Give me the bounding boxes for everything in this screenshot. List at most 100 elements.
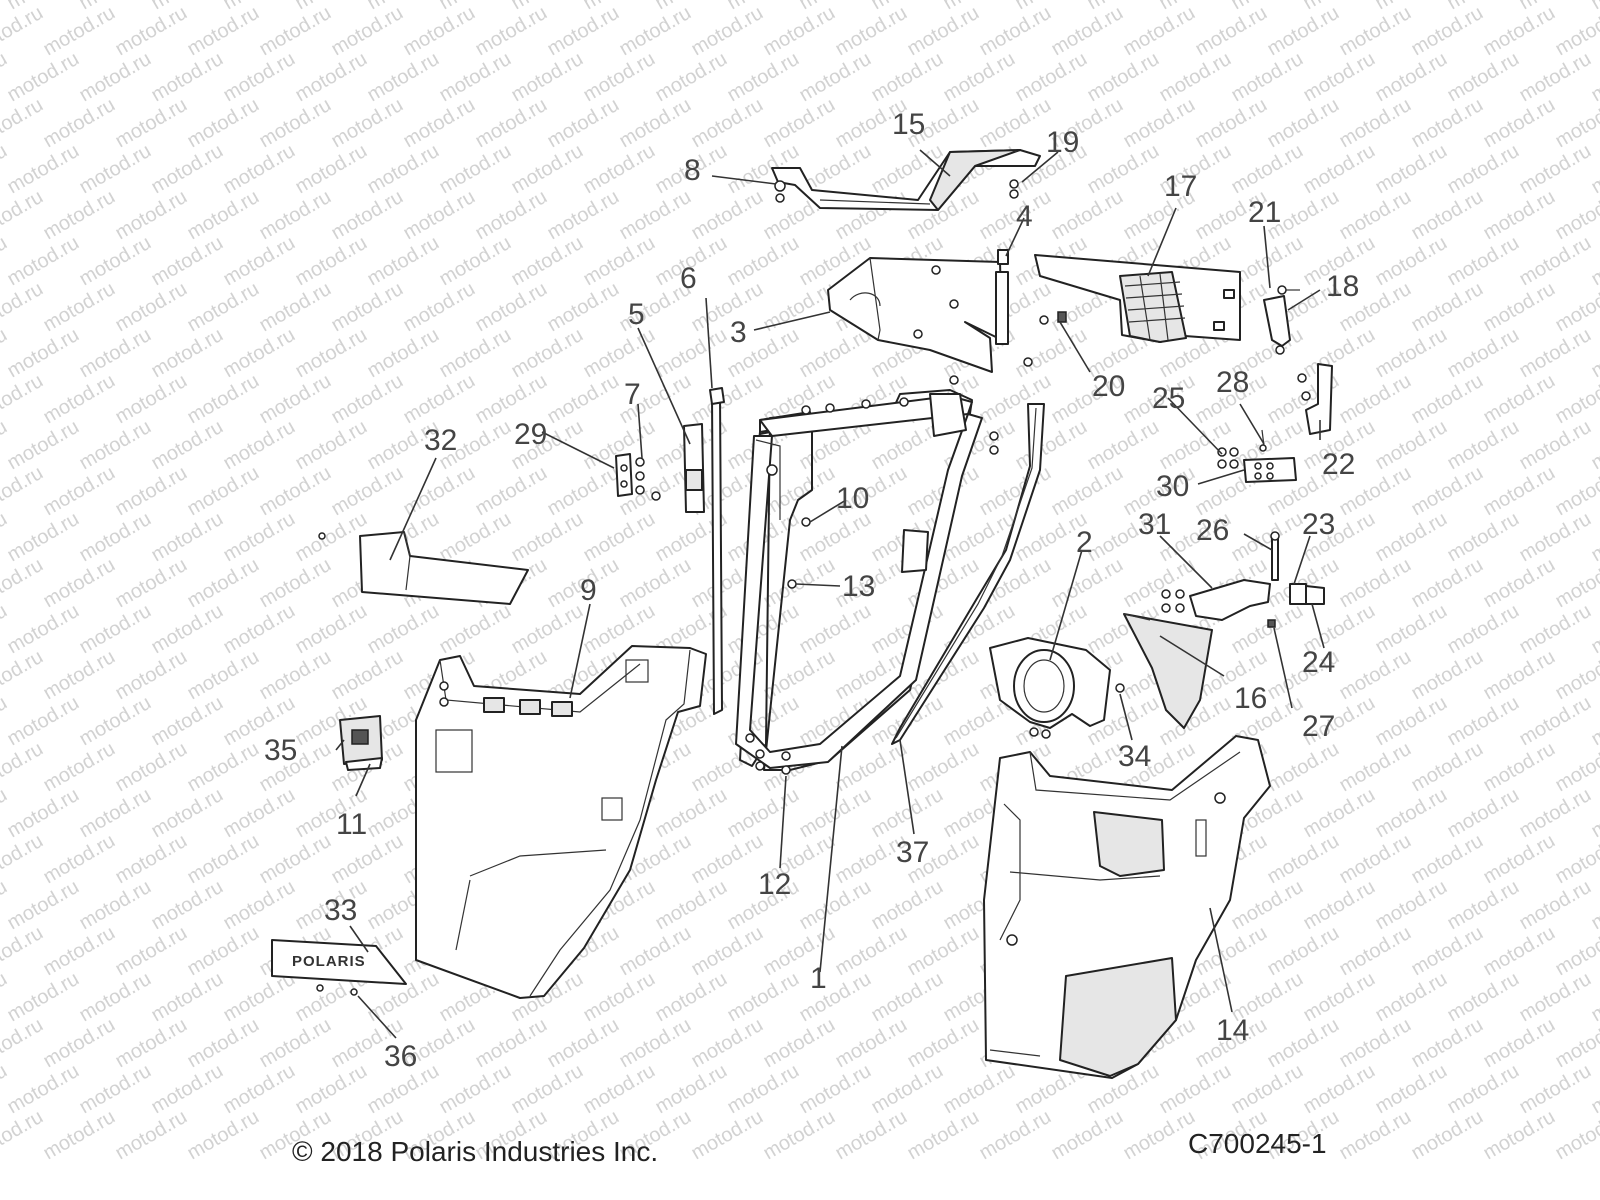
watermark-text: motod.ru bbox=[436, 232, 515, 291]
part-8-fastener[interactable] bbox=[774, 180, 786, 203]
watermark-text: motod.ru bbox=[400, 278, 479, 337]
part-6-seal[interactable] bbox=[709, 387, 725, 715]
watermark-text: motod.ru bbox=[76, 48, 155, 107]
part-7-fasteners[interactable] bbox=[635, 457, 661, 501]
watermark-text: motod.ru bbox=[1120, 94, 1199, 153]
watermark-text: motod.ru bbox=[4, 324, 83, 383]
watermark-text: motod.ru bbox=[544, 94, 623, 153]
watermark-text: motod.ru bbox=[256, 94, 335, 153]
part-13-fastener[interactable] bbox=[787, 579, 797, 589]
part-32-armrest[interactable] bbox=[318, 531, 529, 605]
part-15-upper-rail[interactable] bbox=[771, 149, 1041, 211]
part-33-badge[interactable]: POLARIS bbox=[271, 939, 407, 985]
watermark-text: motod.ru bbox=[4, 140, 83, 199]
part-17-grille-panel[interactable] bbox=[1034, 254, 1241, 343]
watermark-text: motod.ru bbox=[1300, 968, 1379, 1027]
watermark-text: motod.ru bbox=[868, 1060, 947, 1119]
watermark-text: motod.ru bbox=[1372, 140, 1451, 199]
callout-10: 10 bbox=[836, 482, 869, 515]
part-36-fasteners[interactable] bbox=[316, 984, 358, 996]
part-37-long-seal[interactable] bbox=[891, 403, 1045, 745]
watermark-text: motod.ru bbox=[148, 324, 227, 383]
watermark-text: motod.ru bbox=[904, 1106, 983, 1165]
part-5-latch[interactable] bbox=[683, 423, 705, 513]
watermark-text: motod.ru bbox=[688, 278, 767, 337]
watermark-text: motod.ru bbox=[1516, 324, 1595, 383]
watermark-text: motod.ru bbox=[76, 784, 155, 843]
watermark-text: motod.ru bbox=[1516, 508, 1595, 567]
watermark-text: motod.ru bbox=[472, 94, 551, 153]
watermark-text: motod.ru bbox=[688, 1014, 767, 1073]
watermark-text: motod.ru bbox=[1372, 508, 1451, 567]
part-10-fastener[interactable] bbox=[801, 517, 811, 527]
part-16-scoop[interactable] bbox=[1123, 613, 1213, 729]
watermark-text: motod.ru bbox=[940, 1060, 1019, 1119]
watermark-text: motod.ru bbox=[1228, 876, 1307, 935]
part-19-fastener[interactable] bbox=[1009, 179, 1019, 199]
part-35-handle[interactable] bbox=[339, 715, 383, 765]
part-31-hinge-bracket[interactable] bbox=[1161, 579, 1271, 621]
watermark-text: motod.ru bbox=[652, 784, 731, 843]
part-20-fastener[interactable] bbox=[1023, 311, 1067, 367]
callout-26: 26 bbox=[1196, 514, 1229, 547]
part-12-fasteners[interactable] bbox=[745, 733, 791, 775]
watermark-text: motod.ru bbox=[1408, 370, 1487, 429]
watermark-text: motod.ru bbox=[40, 1014, 119, 1073]
part-4-clip[interactable] bbox=[995, 249, 1009, 345]
part-21-bolt[interactable] bbox=[1277, 285, 1300, 295]
watermark-text: motod.ru bbox=[580, 0, 659, 14]
watermark-text: motod.ru bbox=[1336, 922, 1415, 981]
watermark-text: motod.ru bbox=[40, 278, 119, 337]
watermark-text: motod.ru bbox=[796, 876, 875, 935]
watermark-text: motod.ru bbox=[1588, 232, 1600, 291]
watermark-text: motod.ru bbox=[976, 94, 1055, 153]
part-2-speaker-bracket[interactable] bbox=[989, 637, 1111, 739]
part-9-door-panel[interactable] bbox=[415, 645, 707, 999]
part-27-fastener[interactable] bbox=[1267, 619, 1276, 628]
watermark-text: motod.ru bbox=[1336, 646, 1415, 705]
callout-12: 12 bbox=[758, 868, 791, 901]
watermark-text: motod.ru bbox=[0, 922, 47, 981]
watermark-text: motod.ru bbox=[976, 2, 1055, 61]
watermark-text: motod.ru bbox=[292, 600, 371, 659]
watermark-text: motod.ru bbox=[0, 278, 47, 337]
part-18-bracket[interactable] bbox=[1263, 295, 1291, 355]
watermark-text: motod.ru bbox=[796, 324, 875, 383]
part-1-door-frame[interactable] bbox=[735, 375, 999, 771]
watermark-text: motod.ru bbox=[1408, 94, 1487, 153]
copyright-notice: © 2018 Polaris Industries Inc. bbox=[292, 1136, 659, 1167]
part-29-hinge-plate[interactable] bbox=[615, 453, 633, 497]
watermark-text: motod.ru bbox=[580, 48, 659, 107]
watermark-text: motod.ru bbox=[184, 1014, 263, 1073]
watermark-text: motod.ru bbox=[1588, 140, 1600, 199]
watermark-text: motod.ru bbox=[40, 1106, 119, 1165]
watermark-text: motod.ru bbox=[76, 416, 155, 475]
watermark-text: motod.ru bbox=[112, 2, 191, 61]
watermark-text: motod.ru bbox=[760, 278, 839, 337]
part-25-nuts[interactable] bbox=[1217, 447, 1239, 469]
part-22-bracket[interactable] bbox=[1297, 363, 1333, 435]
part-23-hinge[interactable] bbox=[1289, 583, 1307, 605]
watermark-text: motod.ru bbox=[0, 94, 47, 153]
watermark-text: motod.ru bbox=[256, 830, 335, 889]
watermark-text: motod.ru bbox=[1228, 48, 1307, 107]
watermark-text: motod.ru bbox=[832, 1106, 911, 1165]
watermark-text: motod.ru bbox=[1264, 922, 1343, 981]
watermark-text: motod.ru bbox=[256, 462, 335, 521]
watermark-text: motod.ru bbox=[148, 1060, 227, 1119]
part-11-handle-base[interactable] bbox=[345, 757, 383, 771]
part-26-hinge-pin[interactable] bbox=[1270, 531, 1280, 581]
watermark-text: motod.ru bbox=[328, 370, 407, 429]
watermark-text: motod.ru bbox=[1192, 2, 1271, 61]
watermark-text: motod.ru bbox=[544, 278, 623, 337]
watermark-text: motod.ru bbox=[220, 324, 299, 383]
watermark-text: motod.ru bbox=[364, 324, 443, 383]
part-24-hinge-plate[interactable] bbox=[1305, 585, 1325, 605]
watermark-text: motod.ru bbox=[1300, 876, 1379, 935]
watermark-text: motod.ru bbox=[1372, 784, 1451, 843]
part-3-upper-bracket[interactable] bbox=[827, 257, 1003, 373]
part-34-fastener[interactable] bbox=[1115, 683, 1125, 693]
part-14-door-panel[interactable] bbox=[983, 735, 1271, 1079]
watermark-text: motod.ru bbox=[1444, 508, 1523, 567]
part-30-plate[interactable] bbox=[1243, 457, 1297, 483]
